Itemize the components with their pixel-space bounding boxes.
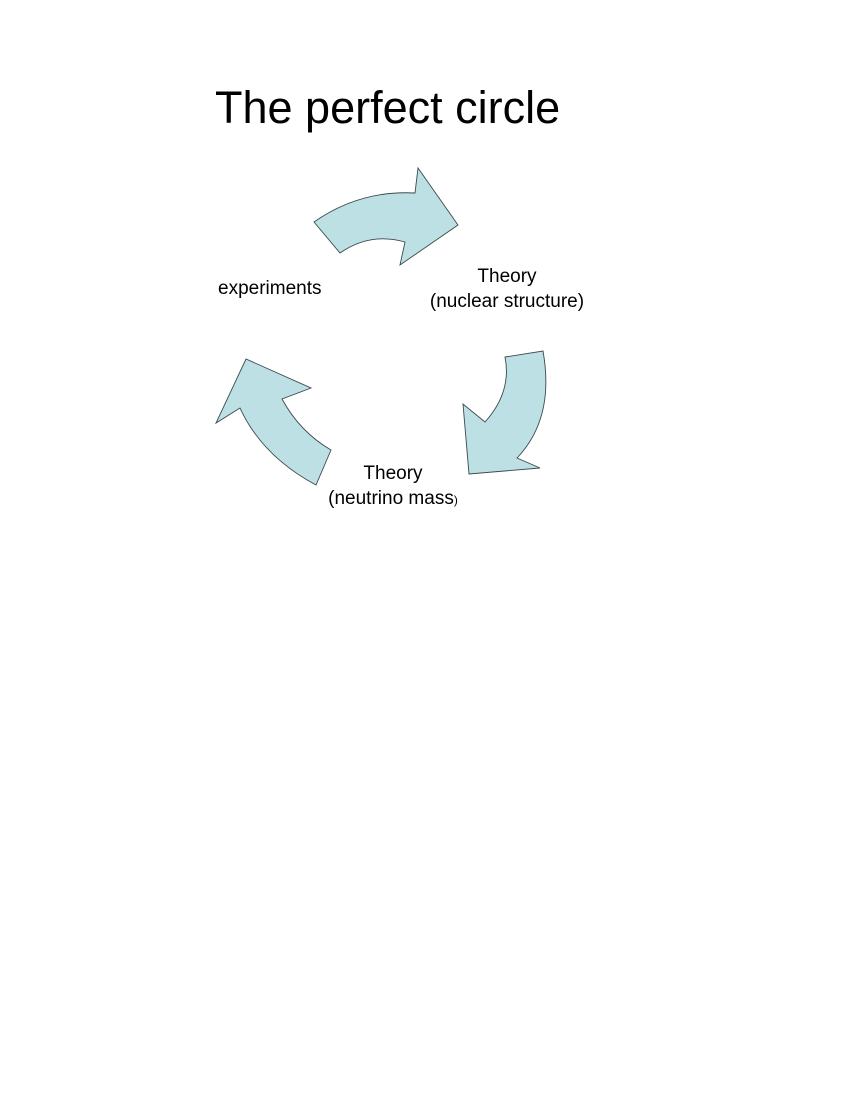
- neutrino-subtitle-paren: ): [453, 493, 458, 507]
- nuclear-title: Theory: [477, 266, 537, 287]
- node-theory-neutrino-mass: Theory (neutrino mass): [318, 461, 468, 513]
- neutrino-subtitle: (neutrino mass: [328, 488, 454, 509]
- arrow-nuclear-to-neutrino: [462, 350, 547, 475]
- arrow-experiments-to-nuclear: [313, 166, 459, 267]
- neutrino-title: Theory: [363, 463, 423, 484]
- arrow-neutrino-to-experiments: [214, 358, 332, 486]
- page-title: The perfect circle: [215, 82, 561, 133]
- node-theory-nuclear-structure: Theory (nuclear structure): [420, 264, 594, 314]
- nuclear-subtitle: (nuclear structure): [429, 291, 585, 312]
- experiments-label: experiments: [218, 278, 322, 299]
- node-experiments: experiments: [218, 276, 322, 301]
- neutrino-subtitle-wrap: (neutrino mass): [318, 486, 468, 513]
